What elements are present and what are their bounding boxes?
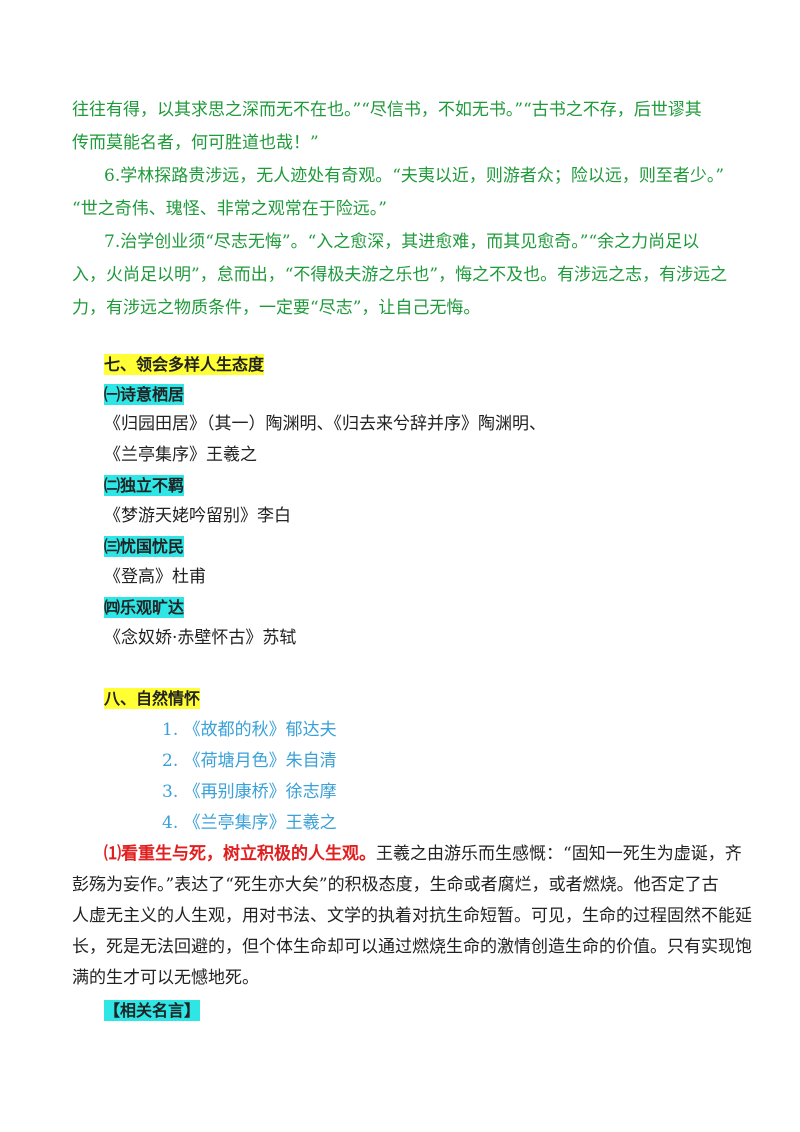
list-item: 2. 《荷塘月色》朱自清: [162, 751, 337, 771]
text-line: 长，死是无法回避的，但个体生命却可以通过燃烧生命的激情创造生命的价值。只有实现饱: [72, 937, 752, 957]
text-line: 人虚无主义的人生观，用对书法、文学的执着对抗生命短暂。可见，生命的过程固然不能延: [72, 906, 752, 926]
section-7-title: 七、领会多样人生态度: [104, 354, 265, 375]
text-line: 传而莫能名者，何可胜道也哉！”: [72, 133, 319, 153]
related-label: 【相关名言】: [104, 1000, 201, 1021]
subsection-heading: ㈠诗意栖居: [104, 381, 764, 405]
emphasis-heading: ⑴看重生与死，树立积极的人生观。: [104, 844, 376, 864]
subsection-title: ㈡独立不羁: [104, 475, 185, 496]
list-item: 1. 《故都的秋》郁达夫: [162, 720, 337, 740]
section-heading: 七、领会多样人生态度: [104, 351, 764, 375]
text-line: 7.治学创业须“尽志无悔”。“入之愈深，其进愈难，而其见愈奇。”“余之力尚足以: [104, 232, 700, 252]
text-line: 《念奴娇·赤壁怀古》苏轼: [104, 628, 297, 648]
text-line: 《梦游天姥吟留别》李白: [104, 506, 291, 526]
text-line: 彭殇为妄作。”表达了“死生亦大矣”的积极态度，生命或者腐烂，或者燃烧。他否定了古: [72, 875, 719, 895]
section-8-title: 八、自然情怀: [104, 688, 201, 709]
subsection-title: ㈠诗意栖居: [104, 384, 185, 405]
related-quotes-heading: 【相关名言】: [104, 997, 764, 1021]
paragraph-line: ⑴看重生与死，树立积极的人生观。王羲之由游乐而生感慨：“固知一死生为虚诞，齐: [104, 839, 764, 864]
text-line: 满的生才可以无憾地死。: [72, 968, 259, 988]
list-item: 3. 《再别康桥》徐志摩: [162, 782, 337, 802]
text-line: “世之奇伟、瑰怪、非常之观常在于险远。”: [72, 199, 387, 219]
list-item: 4. 《兰亭集序》王羲之: [162, 813, 337, 833]
subsection-title: ㈢忧国忧民: [104, 536, 185, 557]
text-line: 入，火尚足以明”，怠而出，“不得极夫游之乐也”，悔之不及也。有涉远之志，有涉远之: [72, 265, 728, 285]
text-line: 《归园田居》（其一）陶渊明、《归去来兮辞并序》陶渊明、: [104, 414, 546, 434]
text-line: 往往有得，以其求思之深而无不在也。”“尽信书，不如无书。”“古书之不存，后世谬其: [72, 100, 702, 120]
text-line: 《登高》杜甫: [104, 567, 206, 587]
subsection-heading: ㈡独立不羁: [104, 472, 764, 496]
text-line: 6.学林探路贵涉远，无人迹处有奇观。“夫夷以近，则游者众；险以远，则至者少。”: [104, 166, 725, 186]
text-line: 力，有涉远之物质条件，一定要“尽志”，让自己无悔。: [72, 298, 481, 318]
subsection-title: ㈣乐观旷达: [104, 597, 185, 618]
text-line: 《兰亭集序》王羲之: [104, 445, 257, 465]
subsection-heading: ㈢忧国忧民: [104, 533, 764, 557]
text-span: 王羲之由游乐而生感慨：“固知一死生为虚诞，齐: [376, 844, 742, 864]
section-heading: 八、自然情怀: [104, 685, 764, 709]
subsection-heading: ㈣乐观旷达: [104, 594, 764, 618]
